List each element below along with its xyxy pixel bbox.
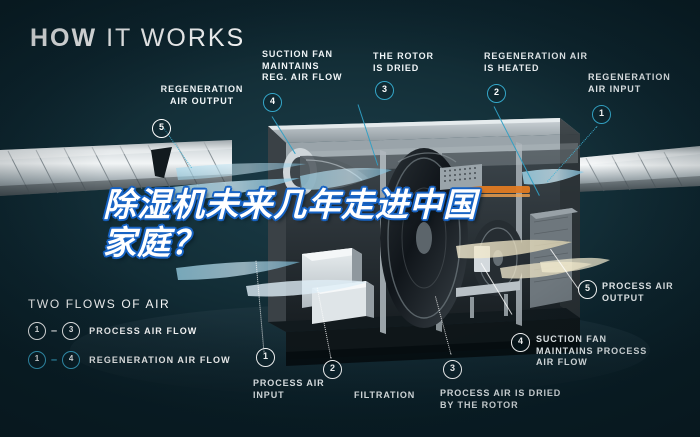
callout-label-suction-fan-reg: SUCTION FAN MAINTAINS REG. AIR FLOW xyxy=(262,49,343,82)
overlay-title-line-2: 家庭？ xyxy=(103,223,205,262)
airflow-ribbons xyxy=(150,163,610,297)
page-title: HOW IT WORKS xyxy=(30,24,245,53)
legend-two-flows-of-air: TWO FLOWS OF AIR 1 – 3 PROCESS AIR FLOW … xyxy=(28,297,231,380)
callout-label-regeneration-air-heated: REGENERATION AIR IS HEATED xyxy=(484,51,588,73)
overlay-article-title: 除湿机未来几年走进中国 家庭？ xyxy=(103,186,477,262)
callout-label-process-air-dried: PROCESS AIR IS DRIED BY THE ROTOR xyxy=(440,388,562,410)
page-title-light: IT WORKS xyxy=(106,24,246,52)
callout-number-regeneration-air-input[interactable]: 1 xyxy=(592,105,611,124)
callout-number-filtration[interactable]: 2 xyxy=(323,360,342,379)
legend-label: REGENERATION AIR FLOW xyxy=(89,355,231,365)
legend-row-regeneration-air-flow: 1 – 4 REGENERATION AIR FLOW xyxy=(28,351,231,369)
legend-circle-from: 1 xyxy=(28,351,46,369)
callout-number-process-air-output[interactable]: 5 xyxy=(578,280,597,299)
callout-number-regeneration-air-output[interactable]: 5 xyxy=(152,119,171,138)
left-duct xyxy=(0,140,232,196)
legend-dash: – xyxy=(51,354,58,366)
callout-number-process-air-input[interactable]: 1 xyxy=(256,348,275,367)
callout-label-process-air-input: PROCESS AIR INPUT xyxy=(253,378,325,400)
legend-circle-from: 1 xyxy=(28,322,46,340)
legend-circle-to: 3 xyxy=(62,322,81,340)
callout-number-rotor-is-dried[interactable]: 3 xyxy=(375,81,394,100)
main-cabinet xyxy=(150,118,610,366)
callout-label-rotor-is-dried: THE ROTOR IS DRIED xyxy=(373,51,434,73)
desiccant-rotor xyxy=(380,148,468,328)
callout-label-regeneration-air-output: REGENERATION AIR OUTPUT xyxy=(160,84,244,106)
legend-circle-to: 4 xyxy=(62,351,81,369)
callout-label-suction-fan-process: SUCTION FAN MAINTAINS PROCESS AIR FLOW xyxy=(536,334,648,367)
heater-element xyxy=(452,186,530,197)
legend-row-process-air-flow: 1 – 3 PROCESS AIR FLOW xyxy=(28,322,231,340)
filter-mesh-panel xyxy=(440,164,482,190)
right-duct xyxy=(576,146,700,192)
callout-number-process-air-dried[interactable]: 3 xyxy=(443,360,462,379)
filtration-boxes xyxy=(302,248,374,324)
callout-label-regeneration-air-input: REGENERATION AIR INPUT xyxy=(588,72,671,94)
callout-label-filtration: FILTRATION xyxy=(354,390,416,400)
legend-label: PROCESS AIR FLOW xyxy=(89,326,198,336)
callout-number-regeneration-air-heated[interactable]: 2 xyxy=(487,84,506,103)
page-title-bold: HOW xyxy=(30,24,98,52)
overlay-title-line-1: 除湿机未来几年走进中国 xyxy=(103,185,477,224)
callout-number-suction-fan-reg[interactable]: 4 xyxy=(263,93,282,112)
callout-number-suction-fan-process[interactable]: 4 xyxy=(511,333,530,352)
callout-label-process-air-output: PROCESS AIR OUTPUT xyxy=(602,281,674,303)
legend-dash: – xyxy=(51,325,58,337)
right-filter-block xyxy=(530,208,578,308)
legend-title: TWO FLOWS OF AIR xyxy=(28,297,171,311)
